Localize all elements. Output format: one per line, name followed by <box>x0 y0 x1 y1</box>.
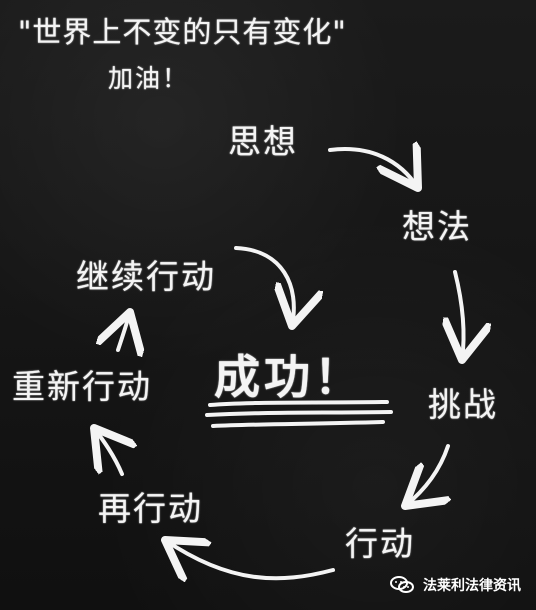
quote-line-1: "世界上不变的只有变化" <box>18 15 347 49</box>
wechat-logo-icon <box>390 576 414 593</box>
arrow-again-to-restart <box>94 428 122 476</box>
arrow-restart-to-continue <box>118 312 130 350</box>
node-challenge: 挑战 <box>428 385 498 424</box>
arrow-thought-to-idea <box>328 149 418 188</box>
quote-line-2: 加油！ <box>108 64 190 93</box>
node-restart: 重新行动 <box>12 367 152 406</box>
node-idea: 想法 <box>402 207 472 246</box>
success-underline <box>205 400 393 428</box>
node-thought: 思想 <box>228 122 298 161</box>
arrow-action-to-again <box>165 540 335 578</box>
node-continue: 继续行动 <box>76 257 216 296</box>
underline-stroke-3 <box>211 420 385 428</box>
underline-stroke-2 <box>205 410 393 417</box>
arrow-idea-to-challenge <box>455 270 464 360</box>
arrow-continue-to-success <box>234 246 294 326</box>
node-action: 行动 <box>345 524 415 563</box>
underline-stroke-1 <box>208 400 389 407</box>
center-success: 成功！ <box>214 350 364 404</box>
arrow-challenge-to-action <box>405 444 448 506</box>
watermark-text: 法莱利法律资讯 <box>423 578 521 594</box>
node-again: 再行动 <box>98 489 203 528</box>
watermark: 法莱利法律资讯 <box>389 574 521 596</box>
